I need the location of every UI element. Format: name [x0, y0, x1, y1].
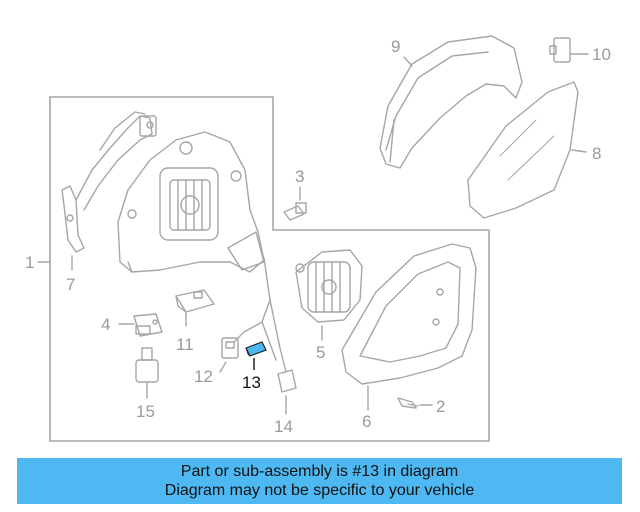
callout-1: 1 — [25, 253, 35, 272]
banner-line-2: Diagram may not be specific to your vehi… — [164, 482, 475, 499]
assembly-frame — [49, 96, 490, 442]
part-4-clip — [118, 313, 163, 337]
callout-8: 8 — [592, 144, 602, 163]
part-6-frame — [341, 243, 477, 411]
part-8-glass — [467, 81, 587, 219]
info-banner: Part or sub-assembly is #13 in diagram D… — [17, 458, 622, 504]
callout-11: 11 — [176, 335, 194, 354]
callout-9: 9 — [391, 37, 401, 56]
callout-5: 5 — [316, 343, 326, 362]
part-13-highlighted — [245, 341, 267, 370]
callout-2: 2 — [436, 397, 446, 416]
callout-13: 13 — [242, 373, 261, 392]
wiring-harness — [233, 257, 287, 373]
part-15-sensor — [135, 347, 159, 399]
part-14-clip — [277, 369, 297, 415]
callout-10: 10 — [592, 45, 611, 64]
part-12-plug — [219, 337, 239, 373]
part-7-bracket — [61, 111, 157, 271]
callout-15: 15 — [136, 402, 155, 421]
callout-4: 4 — [101, 315, 111, 334]
part-3-screw — [283, 186, 307, 221]
callout-3: 3 — [295, 167, 305, 186]
part-9-cover — [379, 35, 523, 169]
part-5-motor — [295, 249, 363, 341]
mirror-housing-motor — [117, 131, 265, 273]
callout-7: 7 — [66, 275, 76, 294]
banner-line-1: Part or sub-assembly is #13 in diagram — [180, 463, 459, 480]
part-10-bulb — [549, 37, 589, 63]
callout-6: 6 — [362, 412, 372, 431]
part-11-connector — [175, 289, 215, 327]
callout-14: 14 — [274, 417, 293, 436]
part-2-screw — [397, 397, 433, 409]
callout-12: 12 — [194, 367, 213, 386]
